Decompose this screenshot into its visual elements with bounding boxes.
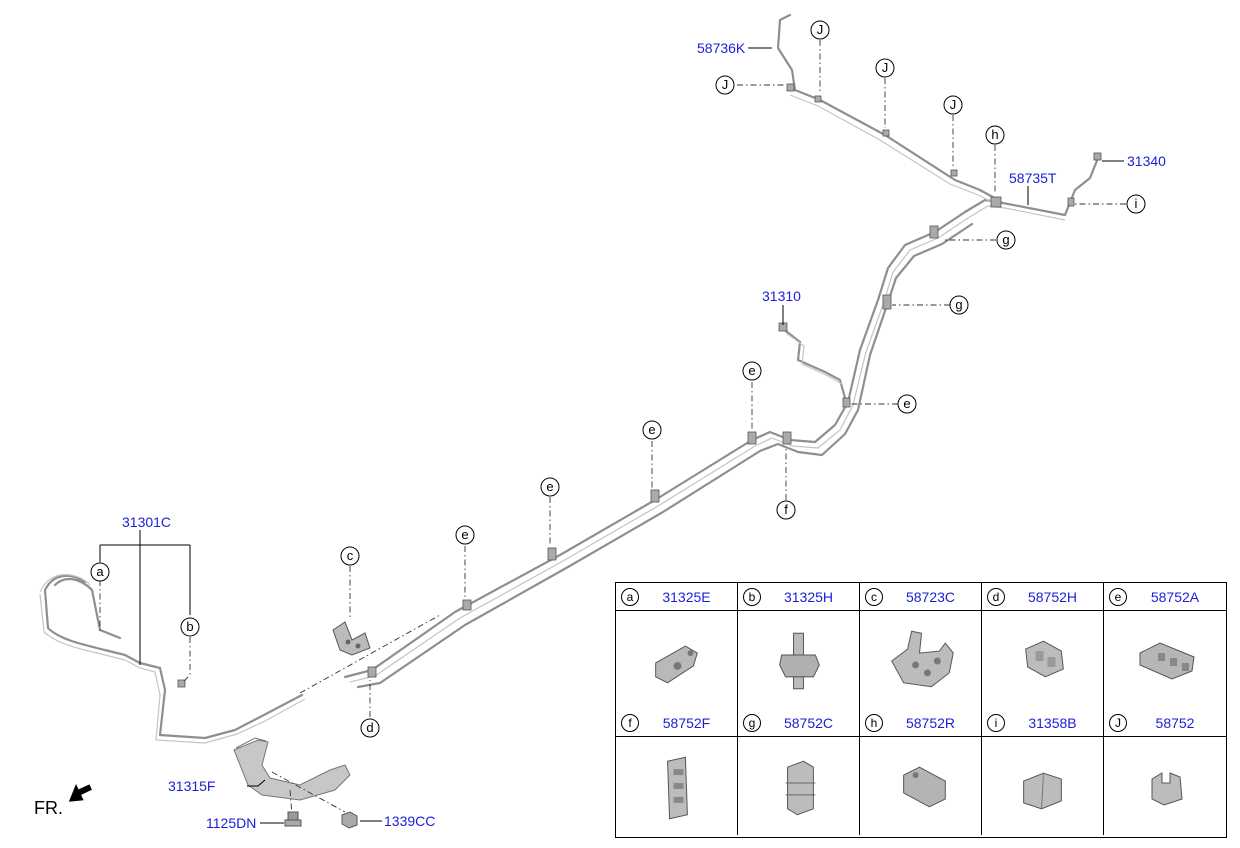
legend-cell-d: d 58752H [982,583,1104,709]
legend-part-number: 31358B [1028,715,1077,731]
legend-part-number: 58752H [1027,589,1078,605]
legend-letter: i [987,714,1005,732]
svg-text:J: J [882,60,889,75]
clip-a-icon [655,645,698,684]
svg-text:e: e [461,527,468,542]
callout-c: c [340,546,360,566]
legend-cell-f: f 58752F [616,709,738,835]
callout-j-2: J [810,20,830,40]
front-arrow-icon [68,783,92,802]
svg-text:c: c [347,548,354,563]
svg-text:J: J [817,22,824,37]
part-label-1339cc: 1339CC [384,813,435,829]
legend-part-number: 31325H [783,589,834,605]
clip-e-icon [1139,642,1195,680]
callout-g-2: g [949,295,969,315]
svg-text:e: e [648,422,655,437]
part-label-31301c: 31301C [122,514,171,530]
callout-a: a [90,562,110,582]
callout-pointers [99,40,1126,717]
legend-part-number: 58752F [662,715,711,731]
nut-1339cc-drawing [341,811,358,829]
callout-e-3: e [642,420,662,440]
leader-lines [99,47,1124,824]
svg-text:i: i [1135,196,1138,211]
legend-letter: e [1109,588,1127,606]
clip-i-icon [1023,772,1062,810]
legend-cell-h: h 58752R [860,709,982,835]
svg-text:d: d [366,720,373,735]
legend-cell-e: e 58752A [1104,583,1226,709]
bracket-c-drawing [332,621,371,656]
clip-b-icon [779,632,820,690]
svg-text:e: e [546,479,553,494]
part-label-1125dn: 1125DN [206,815,256,831]
clip-legend-table: a 31325E b 31325H c 58723C d 58752H [615,582,1227,838]
callout-j-1: J [715,75,735,95]
clip-h-icon [903,766,946,808]
svg-text:J: J [722,77,729,92]
part-label-31310: 31310 [762,288,801,304]
callout-e-5: e [897,394,917,414]
svg-text:f: f [784,502,788,517]
legend-cell-j: J 58752 [1104,709,1226,835]
svg-text:a: a [96,564,104,579]
callout-j-3: J [875,58,895,78]
fuel-pipe-bracket-31315f [233,737,351,801]
svg-text:h: h [991,127,998,142]
part-label-58735t: 58735T [1009,170,1057,186]
legend-part-number: 31325E [662,589,711,605]
svg-text:J: J [950,97,957,112]
callout-e-1: e [455,525,475,545]
legend-cell-c: c 58723C [860,583,982,709]
legend-part-number: 58752 [1155,715,1195,731]
legend-letter: h [865,714,883,732]
bracket-c-icon [891,630,954,688]
svg-text:g: g [1002,232,1009,247]
part-label-31340: 31340 [1127,153,1166,169]
legend-cell-a: a 31325E [616,583,738,709]
svg-text:b: b [186,619,193,634]
orientation-label: FR. [34,798,63,818]
callout-i: i [1126,194,1146,214]
bolt-1125dn-drawing [284,811,302,827]
clip-d-icon [1025,640,1064,678]
legend-cell-g: g 58752C [738,709,860,835]
callout-j-4: J [943,95,963,115]
part-label-31315f: 31315F [168,778,215,794]
legend-part-number: 58752C [783,715,834,731]
legend-letter: f [621,714,639,732]
clip-j-icon [1151,772,1183,806]
callout-g-1: g [996,230,1016,250]
callout-h: h [985,125,1005,145]
legend-cell-i: i 31358B [982,709,1104,835]
callout-f: f [776,500,796,520]
svg-text:e: e [903,396,910,411]
fuel-pipe-main [39,13,1102,744]
clip-g-icon [785,760,816,816]
legend-letter: c [865,588,883,606]
callout-d: d [360,718,380,738]
legend-letter: d [987,588,1005,606]
legend-part-number: 58723C [905,589,956,605]
svg-text:g: g [955,297,962,312]
legend-cell-b: b 31325H [738,583,860,709]
svg-text:e: e [748,363,755,378]
callout-e-2: e [540,477,560,497]
callout-b: b [180,617,200,637]
callout-e-4: e [742,361,762,381]
legend-letter: b [743,588,761,606]
clip-f-icon [667,756,688,820]
legend-letter: J [1109,714,1127,732]
legend-letter: a [621,588,639,606]
part-label-58736k: 58736K [697,40,746,56]
legend-letter: g [743,714,761,732]
legend-part-number: 58752A [1150,589,1200,605]
legend-part-number: 58752R [905,715,956,731]
